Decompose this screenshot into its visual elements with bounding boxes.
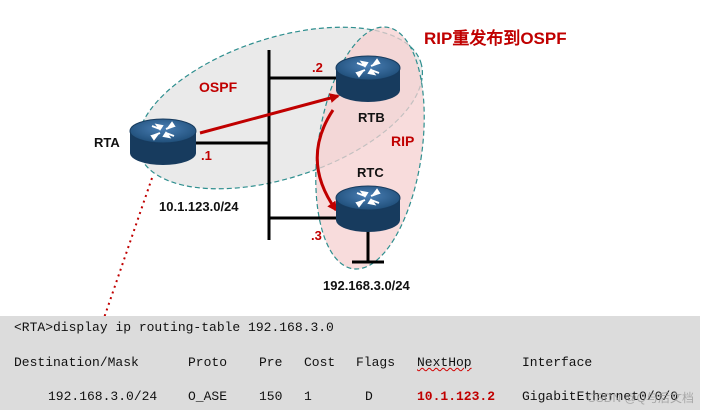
redistribute-arrow-rta-rtb: [199, 93, 340, 135]
route-cost: 1: [304, 389, 312, 404]
header-pre: Pre: [259, 355, 283, 370]
redistribute-arrow-rtb-rtc: [315, 109, 338, 212]
watermark: CSDN @Q与后文档: [587, 391, 694, 405]
header-nexthop: NextHop: [417, 355, 472, 370]
header-destination: Destination/Mask: [14, 355, 139, 370]
router-rta-label: RTA: [94, 135, 120, 150]
route-proto: O_ASE: [188, 389, 228, 404]
rtc-interface-label: .3: [311, 228, 322, 243]
rip-lan-network-label: 192.168.3.0/24: [323, 278, 410, 293]
router-rtc-label: RTC: [357, 165, 384, 180]
route-flags: D: [365, 389, 373, 404]
rta-interface-label: .1: [201, 148, 212, 163]
terminal-output: <RTA>display ip routing-table 192.168.3.…: [0, 316, 700, 410]
route-pre: 150: [259, 389, 283, 404]
header-flags: Flags: [356, 355, 396, 370]
router-rtb-label: RTB: [358, 110, 385, 125]
header-cost: Cost: [304, 355, 336, 370]
shared-network-label: 10.1.123.0/24: [159, 199, 239, 214]
diagram-title: RIP重发布到OSPF: [424, 29, 567, 48]
route-nexthop: 10.1.123.2: [417, 389, 496, 404]
router-rta-icon: [129, 118, 197, 165]
header-proto: Proto: [188, 355, 228, 370]
rip-area-label: RIP: [391, 133, 415, 149]
terminal-command: <RTA>display ip routing-table 192.168.3.…: [14, 320, 334, 335]
callout-dotted-line: [103, 177, 153, 319]
header-interface: Interface: [522, 355, 593, 370]
router-rtc-icon: [335, 185, 401, 232]
router-rtb-icon: [335, 55, 401, 102]
route-destination: 192.168.3.0/24: [48, 389, 158, 404]
route-interface: GigabitEthernet0/0/0: [522, 389, 679, 404]
rtb-interface-label: .2: [312, 60, 323, 75]
ospf-area-label: OSPF: [199, 79, 238, 95]
